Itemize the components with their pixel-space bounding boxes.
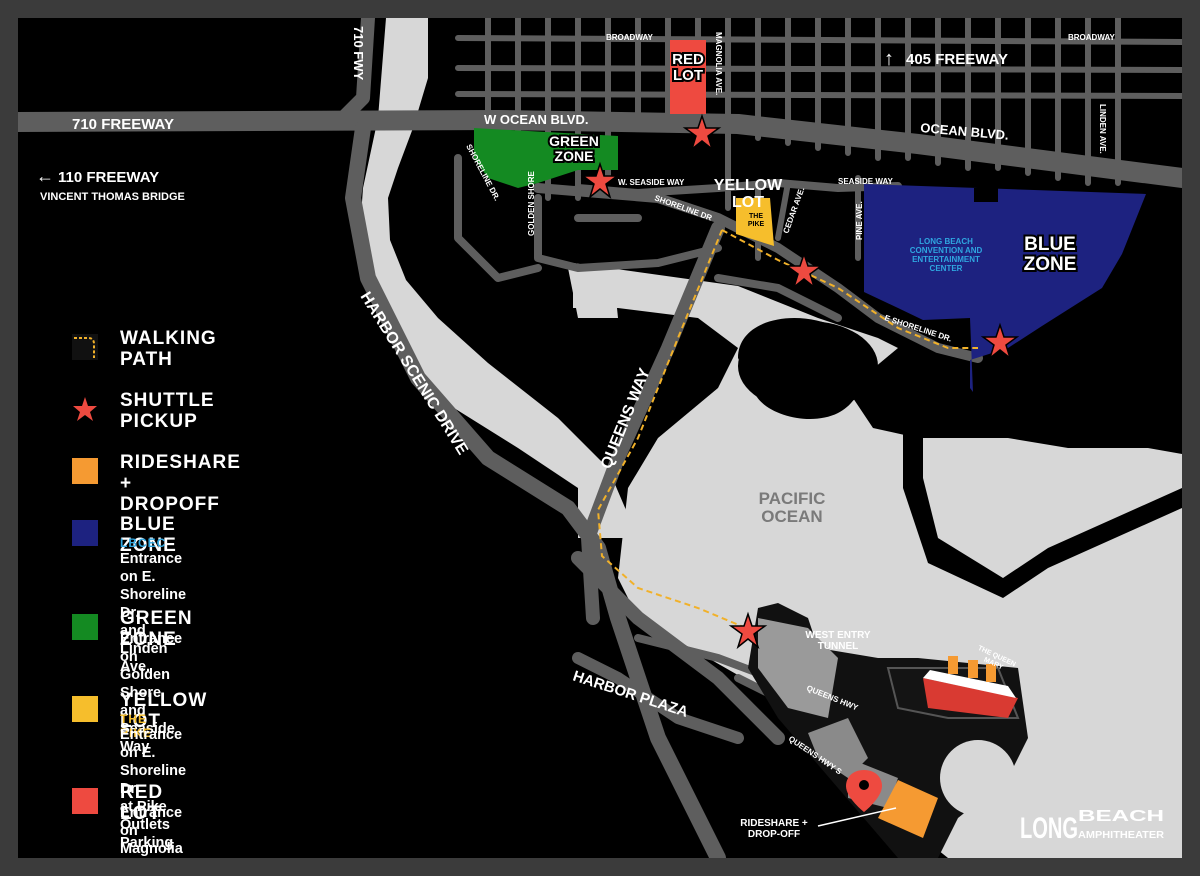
fwy-405-arrow-icon: ↑ <box>884 48 894 70</box>
bridge-label: VINCENT THOMAS BRIDGE <box>40 191 185 203</box>
rideshare-swatch <box>72 458 98 484</box>
pine-label: PINE AVE. <box>855 201 864 240</box>
legend-yellow-sub: THE PIKE <box>120 712 153 740</box>
shuttle-star-green <box>580 161 620 200</box>
venue-map: 710 FWY 710 FREEWAY 405 FREEWAY ↑ ← 110 … <box>18 18 1182 858</box>
fwy-110-label: 110 FREEWAY <box>58 169 159 186</box>
blue-swatch <box>72 520 98 546</box>
fwy-405-label: 405 FREEWAY <box>906 51 1008 68</box>
legend-rideshare-title: RIDESHARE + DROPOFF <box>120 452 241 515</box>
legend-green-note: Entrance on Golden Shore and Seaside Way <box>120 631 183 755</box>
red-lot-area <box>670 40 706 114</box>
legend-shuttle-title: SHUTTLE PICKUP <box>120 390 215 432</box>
queen-mary-icon <box>923 656 1018 718</box>
rideshare-dropoff-label: RIDESHARE +DROP-OFF <box>740 818 808 840</box>
w-ocean-label: W OCEAN BLVD. <box>484 112 588 127</box>
yellow-lot-area <box>736 198 774 246</box>
legend-yellow-note: Entrance on E. Shoreline Dr. at Pike Out… <box>120 727 187 851</box>
shuttle-star-yellow <box>784 251 824 290</box>
long-beach-logo: LONG BEACH AMPHITHEATER <box>1020 808 1165 845</box>
logo-long: LONG <box>1020 812 1078 845</box>
walking-path-icon <box>72 334 98 360</box>
blue-zone-area <box>864 184 1146 392</box>
star-icon <box>73 397 97 421</box>
walking-path <box>596 229 978 629</box>
legend-blue-note: Entrance on E. Shoreline Dr. and Linden … <box>120 551 187 675</box>
green-zone-area <box>474 128 618 188</box>
location-pin-icon <box>846 770 882 812</box>
green-swatch <box>72 614 98 640</box>
broadway-right-label: BROADWAY <box>1068 33 1115 42</box>
fwy-710-label: 710 FREEWAY <box>72 116 174 133</box>
fwy-710-top-label: 710 FWY <box>351 26 366 81</box>
logo-beach: BEACH <box>1078 808 1164 825</box>
legend-yellow-title: YELLOW LOT <box>120 690 208 732</box>
seaside-label: SEASIDE WAY <box>838 177 893 186</box>
w-seaside-label: W. SEASIDE WAY <box>618 178 685 187</box>
broadway-left-label: BROADWAY <box>606 33 653 42</box>
legend-green-title: GREEN ZONE <box>120 608 193 650</box>
legend-red-title: RED LOT <box>120 782 164 824</box>
shuttle-star-red-lot <box>682 113 722 152</box>
legend-blue-sub: LBCEC <box>120 536 167 550</box>
linden-label: LINDEN AVE. <box>1098 104 1107 154</box>
red-swatch <box>72 788 98 814</box>
rideshare-pointer <box>817 807 897 827</box>
logo-amphitheater: AMPHITHEATER <box>1078 830 1165 841</box>
shuttle-star-blue <box>980 322 1020 361</box>
fwy-110-arrow-icon: ← <box>36 166 54 186</box>
legend-walking-title: WALKING PATH <box>120 328 217 370</box>
golden-shore-label: GOLDEN SHORE <box>527 170 536 236</box>
map-canvas: 710 FWY 710 FREEWAY 405 FREEWAY ↑ ← 110 … <box>18 18 1182 858</box>
legend-blue-title: BLUE ZONE <box>120 514 177 556</box>
shuttle-stars <box>580 113 1020 650</box>
yellow-swatch <box>72 696 98 722</box>
legend-red-note: Entrance on Magnolia Ave. <box>120 805 183 857</box>
shoreline-dr-label: SHORELINE DR <box>653 193 713 222</box>
shuttle-star-harbor <box>728 611 768 650</box>
magnolia-label: MAGNOLIA AVE. <box>714 32 723 95</box>
blue-zone-building <box>974 188 998 202</box>
